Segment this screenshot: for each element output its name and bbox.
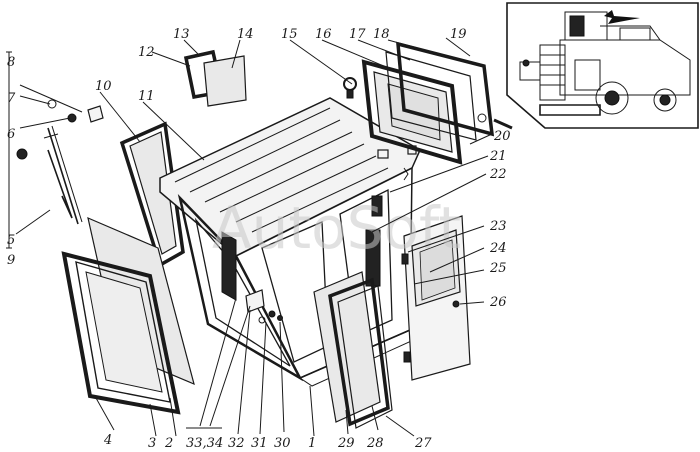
callout-20: 20 <box>493 129 511 144</box>
callout-32: 32 <box>228 436 245 451</box>
small-window-assembly <box>183 49 247 107</box>
wiper-assembly <box>6 51 104 249</box>
callout-31: 31 <box>251 436 268 451</box>
callout-14: 14 <box>237 27 254 42</box>
callout-17: 17 <box>349 27 366 42</box>
callout-1: 1 <box>308 436 316 451</box>
callout-29: 29 <box>337 436 355 451</box>
door-glass-seals <box>313 271 393 429</box>
callout-12: 12 <box>138 45 155 60</box>
callout-13: 13 <box>173 27 190 42</box>
callout-33-34: 33,34 <box>186 436 223 451</box>
callout-2: 2 <box>164 436 173 451</box>
left-side-window <box>119 121 185 268</box>
callout-9: 9 <box>7 253 15 268</box>
callout-16: 16 <box>315 27 332 42</box>
callout-27: 27 <box>414 436 432 451</box>
leader-lines <box>15 37 493 437</box>
callout-15: 15 <box>281 27 298 42</box>
watermark: AutoSoft <box>212 194 461 262</box>
callout-23: 23 <box>489 219 507 234</box>
callout-18: 18 <box>373 27 390 42</box>
inset-combine-harvester <box>506 2 699 129</box>
callout-6: 6 <box>7 127 15 142</box>
callout-30: 30 <box>274 436 291 451</box>
callout-11: 11 <box>138 89 155 104</box>
front-windshield <box>61 216 195 415</box>
callout-7: 7 <box>7 91 16 106</box>
callout-24: 24 <box>489 241 507 256</box>
cab-body <box>159 77 421 387</box>
callout-25: 25 <box>489 261 507 276</box>
cab-door <box>401 215 471 381</box>
callout-22: 22 <box>489 167 507 182</box>
callout-4: 4 <box>103 433 112 448</box>
callout-21: 21 <box>489 149 507 164</box>
callout-10: 10 <box>95 79 112 94</box>
callout-labels: 1 2 3 4 5 6 7 8 9 10 11 12 13 14 15 16 1… <box>7 27 511 451</box>
callout-8: 8 <box>7 55 15 70</box>
callout-5: 5 <box>7 233 15 248</box>
rear-window-assembly <box>361 41 513 165</box>
callout-19: 19 <box>450 27 467 42</box>
callout-28: 28 <box>366 436 384 451</box>
callout-3: 3 <box>148 436 156 451</box>
callout-26: 26 <box>489 295 507 310</box>
